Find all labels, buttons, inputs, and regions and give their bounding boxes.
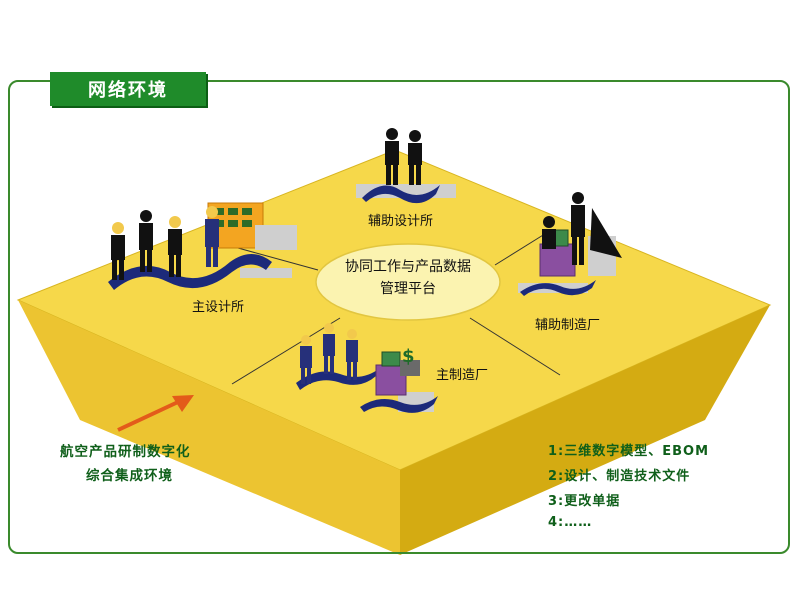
- divider-line-nw: [237, 247, 319, 271]
- node-label-bottom: 主制造厂: [436, 368, 489, 383]
- divider-line-se: [469, 317, 561, 376]
- list-item: 4:……: [548, 515, 593, 530]
- diagram-frame: [8, 80, 790, 554]
- person-figure: [346, 329, 358, 380]
- floor-block: [255, 225, 297, 250]
- node-top-illustration: [356, 128, 456, 204]
- person-figure: [323, 323, 335, 374]
- list-item: 2:设计、制造技术文件: [548, 469, 691, 484]
- list-item: 1:三维数字模型、EBOM: [548, 444, 710, 459]
- machine-sail: [590, 208, 622, 258]
- node-label-top: 辅助设计所: [368, 214, 434, 229]
- platform-left-face: [18, 300, 400, 555]
- annotation-line1: 航空产品研制数字化: [60, 444, 191, 460]
- screen-icon: [381, 351, 401, 367]
- list-item: 3:更改单据: [548, 494, 621, 509]
- wave-decoration: [362, 185, 440, 204]
- person-figure: [139, 210, 153, 272]
- central-platform-ellipse: [315, 243, 501, 321]
- node-left-illustration: [108, 202, 297, 290]
- wave-decoration: [296, 368, 380, 390]
- annotation-arrow: [117, 395, 194, 432]
- wave-decoration: [360, 396, 438, 413]
- floor-block: [240, 268, 292, 278]
- person-figure: [300, 335, 312, 384]
- center-label-line1: 协同工作与产品数据: [345, 259, 471, 275]
- annotation-line2: 综合集成环境: [86, 468, 173, 484]
- wave-decoration: [108, 254, 272, 290]
- person-figure: [571, 192, 585, 265]
- wave-decoration: [520, 280, 596, 296]
- platform-right-face: [400, 305, 770, 555]
- divider-line-ne: [494, 231, 549, 266]
- dollar-icon: $: [402, 346, 415, 367]
- person-figure: [542, 216, 556, 249]
- person-figure: [168, 216, 182, 277]
- machine-box: [400, 360, 420, 376]
- person-figure: [111, 222, 125, 280]
- center-platform-label: 协同工作与产品数据 管理平台: [318, 256, 498, 300]
- person-figure: [385, 128, 399, 185]
- title-tab: 网络环境: [50, 72, 206, 106]
- center-label-line2: 管理平台: [380, 281, 436, 297]
- node-bottom-illustration: $: [296, 323, 438, 413]
- node-label-left: 主设计所: [192, 300, 245, 315]
- divider-line-sw: [231, 317, 341, 385]
- node-right-illustration: [518, 192, 622, 296]
- node-label-right: 辅助制造厂: [535, 318, 601, 333]
- person-figure: [408, 130, 422, 185]
- person-figure: [205, 206, 219, 267]
